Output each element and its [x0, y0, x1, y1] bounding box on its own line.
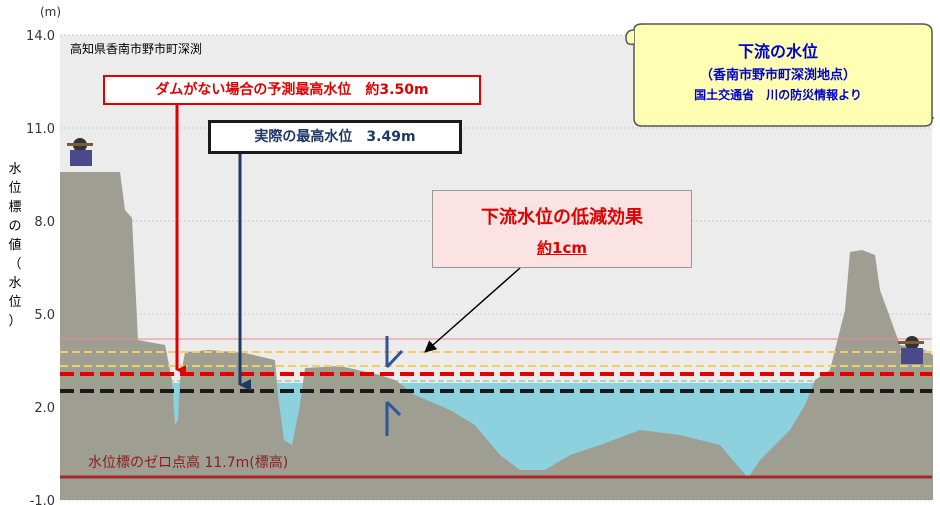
reduction-effect-title: 下流水位の低減効果 — [481, 207, 643, 228]
y-label-char: 標 — [8, 200, 22, 215]
y-tick-label: -1.0 — [30, 494, 55, 505]
scroll-title: 下流の水位 — [737, 42, 818, 61]
no-dam-level-label: ダムがない場合の予測最高水位 約3.50m — [103, 75, 481, 105]
y-label-char: 値 — [8, 238, 22, 253]
y-axis-ticks: 14.0 11.0 8.0 5.0 2.0 -1.0 — [26, 29, 55, 505]
observer-figure-right — [898, 336, 924, 364]
y-axis-label: 水 位 標 の 値 （ 水 位 ） — [8, 160, 22, 331]
title-scroll: 下流の水位 （香南市野市町深渕地点） 国土交通省 川の防災情報より — [622, 22, 934, 128]
y-tick-label: 2.0 — [34, 401, 55, 416]
scroll-subtitle: （香南市野市町深渕地点） — [699, 68, 856, 83]
y-tick-label: 11.0 — [26, 122, 55, 137]
y-label-char: ） — [8, 314, 22, 329]
reduction-indicator — [385, 336, 404, 436]
location-label: 高知県香南市野市町深渕 — [70, 42, 203, 56]
observer-figure-left — [67, 138, 93, 166]
y-tick-label: 8.0 — [34, 215, 55, 230]
y-label-char: 位 — [8, 181, 22, 196]
y-label-char: 位 — [8, 295, 22, 310]
y-label-char: 水 — [8, 162, 22, 177]
scroll-source: 国土交通省 川の防災情報より — [694, 88, 862, 102]
riverbed-ground — [60, 172, 933, 500]
actual-level-label: 実際の最高水位 3.49m — [208, 120, 462, 154]
y-label-char: （ — [8, 257, 22, 272]
zero-point-label: 水位標のゼロ点高 11.7m(標高) — [88, 455, 289, 471]
y-tick-label: 5.0 — [34, 308, 55, 323]
scroll-shape — [625, 23, 934, 127]
y-label-char: の — [8, 219, 22, 234]
y-axis-unit: (m) — [40, 5, 62, 19]
arrow-effect-pointer — [424, 267, 521, 353]
y-tick-label: 14.0 — [26, 29, 55, 44]
reduction-effect-value: 約1cm — [537, 239, 587, 257]
y-label-char: 水 — [8, 276, 22, 291]
reduction-effect-box: 下流水位の低減効果 約1cm — [432, 190, 692, 268]
